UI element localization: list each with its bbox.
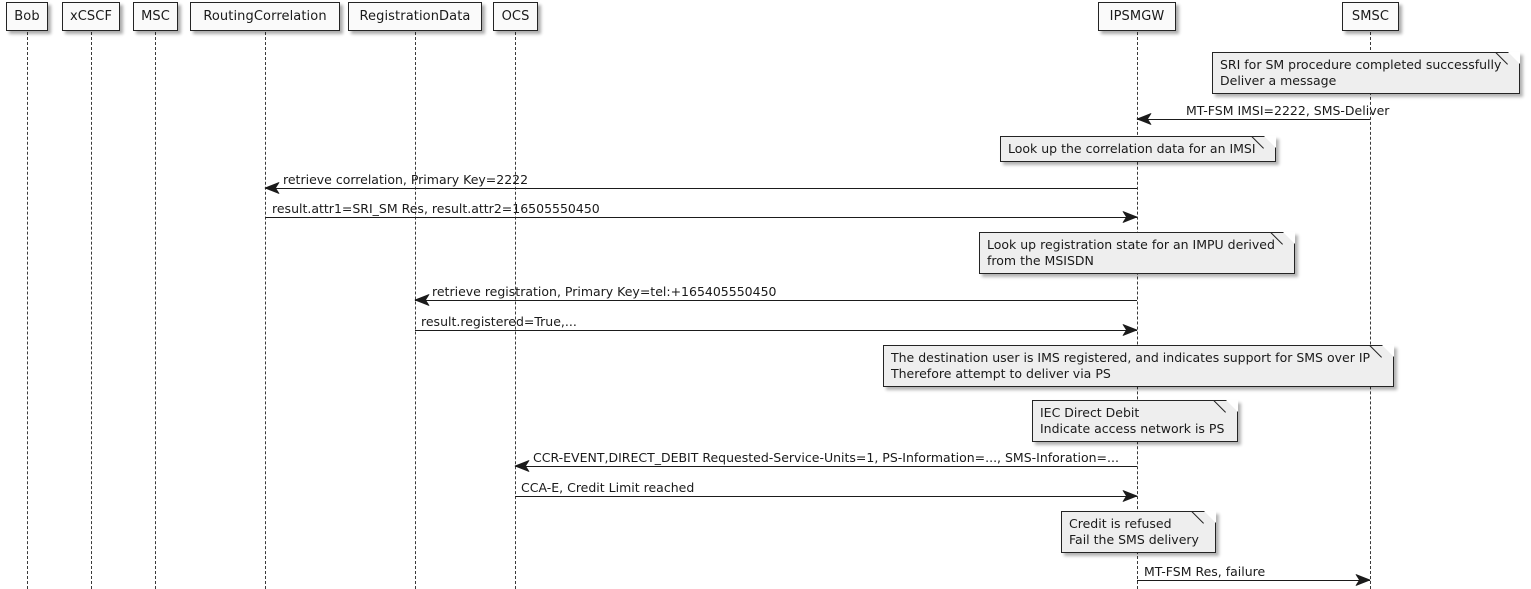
msg-mt-fsm-res-failure-label: MT-FSM Res, failure: [1144, 564, 1266, 579]
note-credit-refused: Credit is refused Fail the SMS delivery: [1061, 498, 1216, 553]
lifeline-ipsmgw: [1137, 32, 1138, 589]
msg-retrieve-registration-label: retrieve registration, Primary Key=tel:+…: [432, 284, 777, 299]
msg-cca-e-line: [515, 496, 1137, 497]
msg-registration-result-label: result.registered=True,...: [421, 314, 577, 329]
note-iec-direct-debit: IEC Direct Debit Indicate access network…: [1032, 387, 1238, 442]
note-fold-corner-icon: [1382, 345, 1394, 357]
note-text: Look up registration state for an IMPU d…: [987, 237, 1275, 268]
note-text: Credit is refused Fail the SMS delivery: [1069, 516, 1199, 547]
lifeline-registrationdata: [415, 32, 416, 589]
lifeline-bob: [27, 32, 28, 589]
msg-registration-result-line: [415, 330, 1137, 331]
msg-cca-e-label: CCA-E, Credit Limit reached: [521, 480, 695, 495]
participant-ocs[interactable]: OCS: [493, 2, 538, 31]
participant-label: MSC: [141, 9, 170, 24]
note-lookup-registration: Look up registration state for an IMPU d…: [979, 219, 1295, 274]
note-lookup-correlation: Look up the correlation data for an IMSI: [1000, 123, 1276, 162]
msg-correlation-result-label: result.attr1=SRI_SM Res, result.attr2=16…: [272, 201, 600, 216]
participant-bob[interactable]: Bob: [6, 2, 48, 31]
note-text: Look up the correlation data for an IMSI: [1008, 141, 1256, 156]
msg-correlation-result-line: [265, 217, 1137, 218]
note-fold-corner-icon: [1264, 136, 1276, 148]
participant-registrationdata[interactable]: RegistrationData: [348, 2, 482, 31]
participant-msc[interactable]: MSC: [133, 2, 178, 31]
lifeline-msc: [155, 32, 156, 589]
participant-smsc[interactable]: SMSC: [1342, 2, 1399, 31]
lifeline-routingcorrelation: [265, 32, 266, 589]
participant-label: RoutingCorrelation: [203, 9, 327, 24]
participant-label: Bob: [14, 9, 40, 24]
participant-ipsmgw[interactable]: IPSMGW: [1098, 2, 1176, 31]
note-fold-corner-icon: [1226, 400, 1238, 412]
msg-retrieve-correlation-line: [265, 188, 1137, 189]
msg-retrieve-correlation-label: retrieve correlation, Primary Key=2222: [283, 172, 529, 187]
msg-mt-fsm-deliver-line: [1137, 119, 1370, 120]
msg-retrieve-registration-line: [415, 300, 1137, 301]
participant-label: SMSC: [1351, 9, 1390, 24]
note-ims-registered: The destination user is IMS registered, …: [883, 332, 1394, 387]
msg-ccr-event-label: CCR-EVENT,DIRECT_DEBIT Requested-Service…: [533, 450, 1119, 465]
msg-ccr-event-line: [515, 466, 1137, 467]
participant-label: RegistrationData: [359, 9, 471, 24]
lifeline-xcscf: [91, 32, 92, 589]
msg-mt-fsm-deliver-label: MT-FSM IMSI=2222, SMS-Deliver: [1186, 103, 1390, 118]
lifeline-ocs: [515, 32, 516, 589]
msg-mt-fsm-res-failure-line: [1137, 580, 1370, 581]
note-text: SRI for SM procedure completed successfu…: [1220, 57, 1502, 88]
lifeline-smsc: [1370, 32, 1371, 589]
note-fold-corner-icon: [1283, 232, 1295, 244]
participant-label: xCSCF: [69, 9, 113, 24]
note-sri-complete: SRI for SM procedure completed successfu…: [1212, 39, 1520, 94]
note-text: IEC Direct Debit Indicate access network…: [1040, 405, 1225, 436]
note-fold-corner-icon: [1508, 52, 1520, 64]
participant-xcscf[interactable]: xCSCF: [62, 2, 120, 31]
participant-label: IPSMGW: [1109, 9, 1165, 24]
participant-label: OCS: [501, 9, 530, 24]
note-text: The destination user is IMS registered, …: [891, 350, 1371, 381]
participant-routingcorrelation[interactable]: RoutingCorrelation: [190, 2, 340, 31]
note-fold-corner-icon: [1204, 511, 1216, 523]
